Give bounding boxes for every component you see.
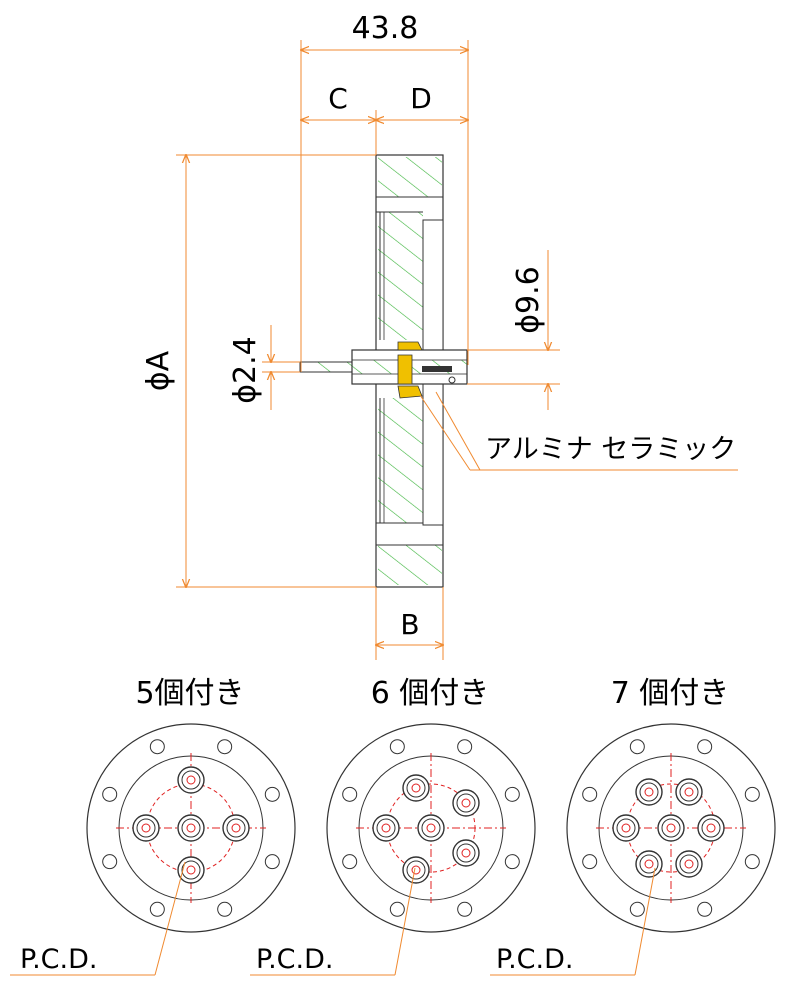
dim-b-label: B xyxy=(400,608,419,641)
pcd-circle xyxy=(386,783,476,873)
pin-center xyxy=(666,823,676,833)
bolt-hole xyxy=(697,901,713,917)
dim-d-label: D xyxy=(410,82,432,115)
pin-center xyxy=(411,783,421,793)
pin-ring xyxy=(226,818,246,838)
pin-ring xyxy=(406,778,426,798)
pcd-label-6: P.C.D. xyxy=(256,944,333,975)
pin-center xyxy=(461,798,471,808)
pin-ring xyxy=(639,782,659,802)
bolt-hole xyxy=(264,854,280,870)
side-view: 43.8 C D B ϕA ϕ9.6 ϕ2.4 アルミナ セラミック xyxy=(141,11,738,660)
pin-ring xyxy=(616,818,636,838)
dim-overall-length: 43.8 xyxy=(352,11,419,46)
pin-ring xyxy=(136,818,156,838)
bolt-hole xyxy=(582,786,598,802)
pin-ring xyxy=(679,854,699,874)
pcd-label-5: P.C.D. xyxy=(20,944,97,975)
pin-center xyxy=(231,823,241,833)
pin-ring xyxy=(376,818,396,838)
pin-center xyxy=(186,865,196,875)
dim-phi-a: ϕA xyxy=(141,350,176,391)
bolt-hole xyxy=(457,739,473,755)
bolt-hole xyxy=(504,786,520,802)
bolt-hole xyxy=(744,786,760,802)
variant-title-6: 6 個付き xyxy=(371,676,490,711)
bolt-hole xyxy=(389,901,405,917)
pin-center xyxy=(411,865,421,875)
pin-center xyxy=(426,823,436,833)
pin-ring xyxy=(406,860,426,880)
dim-c-label: C xyxy=(328,82,348,115)
pin-ring xyxy=(421,818,441,838)
dim-phi-2-4: ϕ2.4 xyxy=(228,336,263,404)
variant-title-7: 7 個付き xyxy=(611,676,730,711)
bolt-hole xyxy=(264,786,280,802)
pin-ring xyxy=(661,818,681,838)
pin-center xyxy=(706,823,716,833)
bolt-hole xyxy=(102,854,118,870)
pin-center xyxy=(684,859,694,869)
bolt-hole xyxy=(217,739,233,755)
bolt-hole xyxy=(629,739,645,755)
bolt-hole xyxy=(389,739,405,755)
bolt-hole xyxy=(342,786,358,802)
front-views xyxy=(86,723,776,933)
pcd-label-7: P.C.D. xyxy=(496,944,573,975)
front-view-6 xyxy=(326,723,536,933)
bolt-hole xyxy=(629,901,645,917)
pin-center xyxy=(644,787,654,797)
material-label: アルミナ セラミック xyxy=(485,434,736,465)
bolt-hole xyxy=(149,901,165,917)
dim-phi-9-6: ϕ9.6 xyxy=(511,266,546,334)
pin-ring xyxy=(679,782,699,802)
dimensions xyxy=(176,40,738,660)
bolt-hole xyxy=(582,854,598,870)
bolt-hole xyxy=(504,854,520,870)
ceramic-insulator xyxy=(397,341,423,399)
variant-title-5: 5個付き xyxy=(135,676,244,711)
pin-center xyxy=(186,823,196,833)
bolt-hole xyxy=(149,739,165,755)
pin-ring xyxy=(181,860,201,880)
pcd-leaders xyxy=(10,861,656,976)
pin-ring xyxy=(701,818,721,838)
bolt-hole xyxy=(697,739,713,755)
bolt-hole xyxy=(342,854,358,870)
pin-ring xyxy=(456,793,476,813)
pin-center xyxy=(684,787,694,797)
front-view-5 xyxy=(86,723,296,933)
front-view-7 xyxy=(566,723,776,933)
bolt-hole xyxy=(102,786,118,802)
pin-center xyxy=(141,823,151,833)
pin-ring xyxy=(639,854,659,874)
pin-ring xyxy=(181,770,201,790)
pin-center xyxy=(621,823,631,833)
pin-ring xyxy=(181,818,201,838)
bolt-hole xyxy=(744,854,760,870)
pin-center xyxy=(644,859,654,869)
pin-center xyxy=(381,823,391,833)
feedthrough-pin xyxy=(299,349,468,385)
bolt-hole xyxy=(217,901,233,917)
pin-center xyxy=(461,848,471,858)
pin-ring xyxy=(456,843,476,863)
pin-center xyxy=(186,775,196,785)
bolt-hole xyxy=(457,901,473,917)
flange-section xyxy=(375,154,444,588)
